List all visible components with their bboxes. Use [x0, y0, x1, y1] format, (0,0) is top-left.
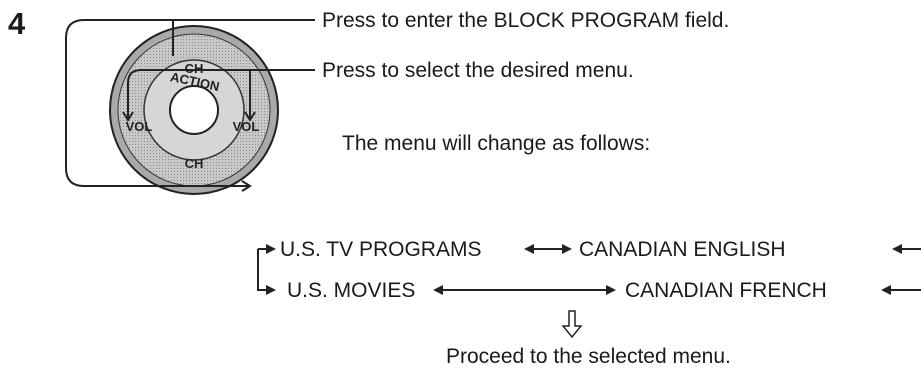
vol-bracket — [122, 69, 315, 122]
down-outline-arrow-icon — [561, 310, 583, 339]
menu-item-us-movies: U.S. MOVIES — [287, 279, 416, 302]
return-arrow-row1 — [892, 244, 921, 254]
ch-bottom-label: CH — [185, 156, 204, 171]
vol-left-label: VOL — [126, 119, 153, 134]
ch-top-label: CH — [185, 61, 204, 76]
step-number: 4 — [8, 6, 26, 41]
instruction-ch: Press to enter the BLOCK PROGRAM field. — [322, 9, 730, 32]
instruction-proceed: Proceed to the selected menu. — [446, 345, 731, 368]
action-dial-icon: CH CH VOL VOL ACTION — [109, 25, 279, 195]
vol-right-label: VOL — [233, 119, 260, 134]
instruction-vol: Press to select the desired menu. — [322, 59, 634, 82]
menu-item-canadian-english: CANADIAN ENGLISH — [579, 238, 786, 261]
double-arrow-row1 — [524, 244, 572, 254]
return-arrow-row2 — [881, 285, 921, 295]
ch-bracket — [65, 19, 315, 192]
double-arrow-row2 — [433, 285, 616, 295]
menu-item-canadian-french: CANADIAN FRENCH — [625, 279, 827, 302]
instruction-menu-change: The menu will change as follows: — [342, 132, 651, 155]
menu-item-us-tv-programs: U.S. TV PROGRAMS — [280, 238, 482, 261]
menu-cycle-loop — [257, 244, 276, 295]
